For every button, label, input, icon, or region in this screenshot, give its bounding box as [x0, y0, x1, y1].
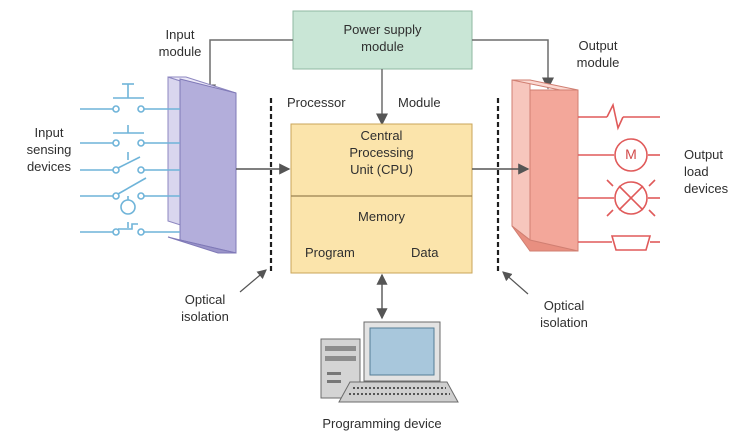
power-supply-box [292, 10, 473, 70]
left-isolation-pointer [239, 269, 267, 293]
processor-label: Processor [287, 95, 346, 110]
programming-device-label: Programming device [322, 416, 442, 431]
output-devices-line1: Output [684, 147, 724, 162]
optical-isolation-right-line1: Optical [543, 298, 585, 313]
output-module-block [511, 79, 579, 252]
cpu-block [290, 123, 473, 274]
output-loads [578, 102, 660, 251]
input-devices-label: Input sensing devices [15, 124, 83, 175]
input-devices-line1: Input [34, 125, 64, 140]
optical-isolation-right-line2: isolation [540, 315, 588, 330]
input-switches [80, 83, 180, 236]
power-supply-label: Power supply module [293, 21, 472, 55]
input-module-label: Input module [140, 26, 220, 60]
memory-title: Memory [358, 209, 405, 224]
input-devices-line2: sensing [26, 142, 72, 157]
cpu-line1: Central [360, 128, 403, 143]
power-supply-line1: Power supply [343, 22, 422, 37]
output-module-label: Output module [558, 37, 638, 71]
right-isolation-pointer [502, 271, 529, 295]
output-devices-line3: devices [684, 181, 729, 196]
power-lines [204, 39, 554, 126]
optical-isolation-left-line1: Optical [184, 292, 226, 307]
input-module-line1: Input [165, 27, 195, 42]
optical-isolation-left-line2: isolation [181, 309, 229, 324]
cpu-line3: Unit (CPU) [350, 162, 413, 177]
cpu-label: Central Processing Unit (CPU) [291, 127, 472, 178]
output-module-line2: module [576, 55, 620, 70]
optical-isolation-left-label: Optical isolation [165, 291, 245, 325]
memory-data: Data [411, 245, 439, 260]
programming-computer [320, 321, 459, 403]
output-devices-line2: load [684, 164, 709, 179]
input-module-block [167, 76, 237, 254]
power-supply-line2: module [361, 39, 404, 54]
input-module-line2: module [158, 44, 202, 59]
motor-symbol-label: M [625, 146, 637, 162]
cpu-line2: Processing [349, 145, 414, 160]
module-label: Module [398, 95, 441, 110]
optical-isolation-right-label: Optical isolation [524, 297, 604, 331]
output-devices-label: Output load devices [684, 146, 728, 197]
input-devices-line3: devices [26, 159, 72, 174]
output-module-line1: Output [578, 38, 618, 53]
memory-program: Program [305, 245, 355, 260]
